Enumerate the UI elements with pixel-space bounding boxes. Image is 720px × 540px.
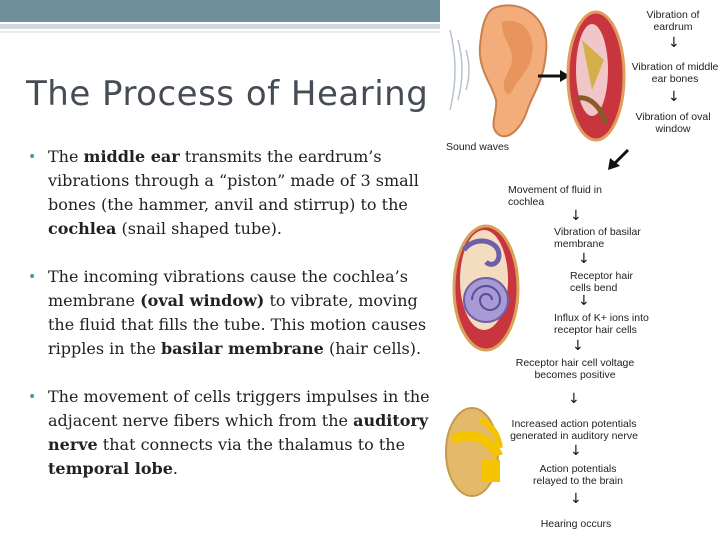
arrow-down-icon: ↓ <box>572 338 584 354</box>
arrow-diagonal-icon <box>608 148 630 170</box>
arrow-down-icon: ↓ <box>570 208 582 224</box>
bullet-text: (snail shaped tube). <box>116 219 283 238</box>
bullet-item: • The middle ear transmits the eardrum’s… <box>28 145 440 241</box>
diagram-illustrations <box>445 4 630 497</box>
label-voltage: Receptor hair cell voltage becomes posit… <box>515 357 635 381</box>
auditory-nerve-icon <box>445 407 503 497</box>
bullet-text: transmits the eardrum’s vibrations throu… <box>48 147 419 214</box>
label-middle-ear-bones: Vibration of middle ear bones <box>631 61 719 85</box>
arrow-right-icon <box>538 70 570 82</box>
bullet-bold-text: temporal lobe <box>48 459 173 478</box>
bullet-text: (hair cells). <box>323 339 422 358</box>
label-sound-waves: Sound waves <box>446 141 510 153</box>
bullet-dot-icon: • <box>28 149 37 165</box>
middle-ear-icon <box>566 10 626 142</box>
bullet-dot-icon: • <box>28 269 37 285</box>
bullet-bold-text: basilar membrane <box>160 339 324 358</box>
slide-title: The Process of Hearing <box>26 74 429 114</box>
bullet-text: The <box>48 147 84 166</box>
label-fluid: Movement of fluid in cochlea <box>508 184 602 208</box>
bullet-text: to vibrate, moving the fluid that fills … <box>48 291 427 358</box>
bullet-text: The movement of cells triggers impulses … <box>48 387 430 430</box>
header-bar <box>0 0 440 22</box>
label-relayed: Action potentials relayed to the brain <box>533 463 623 487</box>
label-basilar: Vibration of basilar membrane <box>554 226 641 250</box>
hearing-process-diagram: Vibration of eardrum ↓ Vibration of midd… <box>442 0 720 540</box>
bullet-bold-text: (oval window) <box>140 291 265 310</box>
arrow-down-icon: ↓ <box>668 89 680 105</box>
arrow-down-icon: ↓ <box>568 391 580 407</box>
header-stripe-thin <box>0 31 440 33</box>
arrow-down-icon: ↓ <box>668 35 680 51</box>
bullet-dot-icon: • <box>28 389 37 405</box>
bullet-bold-text: middle ear <box>83 147 180 166</box>
label-potentials: Increased action potentials generated in… <box>510 418 638 442</box>
bullet-text: that connects via the thalamus to the <box>97 435 406 454</box>
bullet-list: • The middle ear transmits the eardrum’s… <box>28 145 440 505</box>
sound-waves-icon <box>449 29 470 111</box>
arrow-down-icon: ↓ <box>570 443 582 459</box>
header-stripe <box>0 24 440 29</box>
outer-ear-icon <box>478 4 548 138</box>
bullet-bold-text: cochlea <box>48 219 117 238</box>
arrow-down-icon: ↓ <box>578 293 590 309</box>
label-influx: Influx of K+ ions into receptor hair cel… <box>554 312 649 336</box>
bullet-item: • The incoming vibrations cause the coch… <box>28 265 440 361</box>
label-oval-window: Vibration of oval window <box>635 111 711 135</box>
label-hair-bend: Receptor hair cells bend <box>570 270 634 294</box>
bullet-bold-text: auditory nerve <box>48 411 429 454</box>
cochlea-icon <box>452 224 520 352</box>
bullet-text: . <box>172 459 179 478</box>
bullet-item: • The movement of cells triggers impulse… <box>28 385 440 481</box>
arrow-down-icon: ↓ <box>570 491 582 507</box>
arrow-down-icon: ↓ <box>578 251 590 267</box>
label-hearing-occurs: Hearing occurs <box>540 518 612 530</box>
label-eardrum: Vibration of eardrum <box>646 9 700 33</box>
bullet-text: The incoming vibrations cause the cochle… <box>48 267 408 310</box>
